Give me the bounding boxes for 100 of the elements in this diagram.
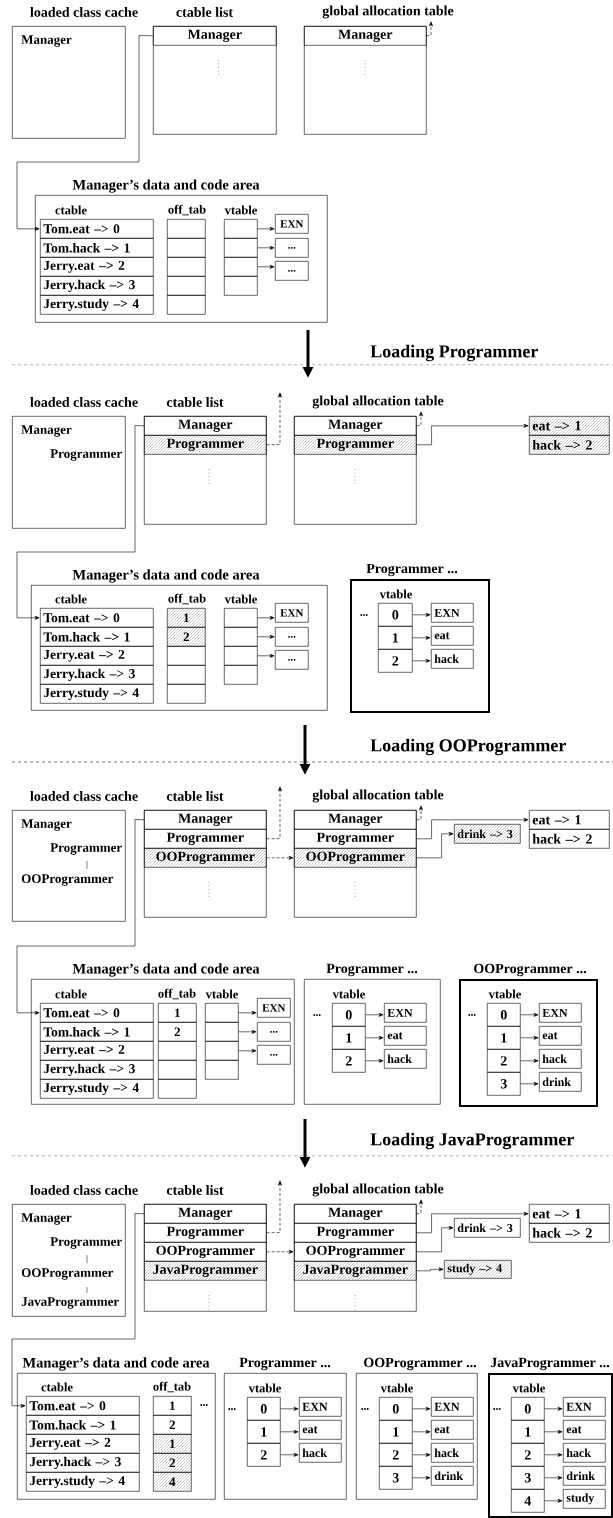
entry-box: study –> 4 — [444, 1260, 512, 1279]
entry-box: EXN — [384, 1003, 427, 1023]
step-label: Loading Programmer — [370, 344, 538, 362]
arrow — [365, 1012, 384, 1017]
table-cell: Tom.eat –> 0 — [26, 1396, 140, 1416]
node-label: Programmer ... — [366, 563, 458, 577]
table-cell: Jerry.hack –> 3 — [40, 276, 154, 296]
entry-box: ... — [275, 627, 309, 647]
entry-box: eat — [384, 1026, 427, 1046]
table-cell — [158, 1079, 197, 1099]
node-label: ctable list — [166, 791, 224, 801]
arrow — [416, 831, 454, 859]
arrow — [238, 1010, 257, 1015]
table-cell: Tom.hack –> 1 — [26, 1415, 140, 1435]
arrow — [365, 1058, 384, 1063]
node-label: ctable list — [166, 1185, 224, 1195]
table-cell — [224, 627, 258, 647]
entry-box: EXN — [299, 1397, 342, 1417]
table-cell — [167, 238, 206, 258]
table-row: Manager — [304, 26, 427, 46]
node-label: Manager’s data and code area — [72, 569, 260, 583]
arrow — [280, 1452, 299, 1457]
table-row: eat –> 1 — [529, 416, 610, 436]
node-label: Programmer ... — [326, 963, 418, 977]
node-label: Manager’s data and code area — [72, 179, 260, 193]
node-label: Manager’s data and code area — [22, 1357, 210, 1371]
arrow — [520, 1058, 539, 1063]
table-cell: 0 — [511, 1397, 545, 1421]
arrow — [412, 1475, 431, 1480]
arrow — [280, 1429, 299, 1434]
table-cell: Jerry.eat –> 2 — [40, 646, 154, 666]
arrow — [257, 245, 275, 250]
table-cell: Jerry.study –> 4 — [40, 1079, 154, 1099]
entry-box: eat — [431, 1420, 474, 1440]
entry-box: ... — [257, 1045, 291, 1065]
arrow — [238, 1029, 257, 1034]
entry-box: ... — [257, 1022, 291, 1042]
node-label: loaded class cache — [30, 1185, 138, 1195]
table-cell: 3 — [511, 1466, 545, 1490]
table-cell — [205, 1041, 239, 1061]
arrow — [365, 1035, 384, 1040]
table-cell — [205, 1060, 239, 1080]
node-label: global allocation table — [312, 395, 444, 409]
table-cell: 2 — [511, 1443, 545, 1467]
table-row: OOProgrammer — [144, 1242, 267, 1262]
arrow — [257, 615, 275, 620]
table-row: hack –> 2 — [529, 1223, 610, 1243]
table-cell: Tom.eat –> 0 — [40, 608, 154, 628]
table-cell: 3 — [487, 1072, 521, 1096]
table-cell — [224, 276, 258, 296]
table-cell — [224, 238, 258, 258]
table-row: OOProgrammer — [294, 1242, 417, 1262]
node-label: ctable list — [166, 397, 224, 407]
entry-box: drink — [539, 1072, 582, 1092]
table-row: hack –> 2 — [529, 435, 610, 455]
table-cell: 2 — [153, 1453, 192, 1473]
table-row: Manager — [294, 1204, 417, 1224]
table-row: eat –> 1 — [529, 1204, 610, 1224]
entry-box: hack — [299, 1443, 342, 1463]
class-cache-box: loaded class cache Manager Programmer OOProgrammer — [12, 791, 138, 922]
table-row: Manager — [153, 26, 277, 46]
table-cell: Jerry.study –> 4 — [26, 1472, 140, 1492]
arrow — [266, 855, 294, 860]
arrow — [412, 1452, 431, 1457]
table-row: Manager — [144, 416, 267, 436]
table-cell: 1 — [332, 1026, 366, 1050]
node-label: loaded class cache — [30, 791, 138, 801]
entry-box: eat — [431, 626, 474, 646]
table-cell: 1 — [511, 1420, 545, 1444]
arrow — [412, 1429, 431, 1434]
entry-box: EXN — [257, 998, 291, 1018]
table-cell: 1 — [487, 1026, 521, 1050]
class-cache-box: loaded class cache Manager Programmer OOProgrammer JavaProgrammer — [12, 1185, 138, 1317]
node-label: Manager’s data and code area — [72, 963, 260, 977]
table-row: Manager — [294, 416, 417, 436]
arrow — [416, 1211, 529, 1234]
arrow — [544, 1475, 563, 1480]
table-cell — [167, 665, 206, 685]
table-cell: 2 — [247, 1443, 281, 1467]
arrow — [412, 635, 431, 640]
entry-box: EXN — [563, 1397, 606, 1417]
node-label: loaded class cache — [30, 7, 138, 17]
table-cell: Jerry.hack –> 3 — [40, 1060, 154, 1080]
entry-box: hack — [431, 649, 474, 669]
node-label: global allocation table — [312, 789, 444, 803]
entry-box: study — [563, 1489, 606, 1509]
table-row: JavaProgrammer — [294, 1261, 417, 1281]
arrow — [416, 1225, 454, 1253]
table-row: Manager — [144, 1204, 267, 1224]
table-cell: 3 — [379, 1466, 413, 1490]
table-cell: 0 — [332, 1003, 366, 1027]
table-cell — [167, 257, 206, 277]
table-cell: Tom.hack –> 1 — [40, 1022, 154, 1042]
arrow — [238, 1048, 257, 1053]
table-cell: 1 — [153, 1396, 192, 1416]
entry-box: ... — [275, 650, 309, 670]
table-cell: Jerry.hack –> 3 — [26, 1453, 140, 1473]
table-cell: Tom.eat –> 0 — [40, 1003, 154, 1023]
table-cell: 1 — [247, 1420, 281, 1444]
entry-box: hack — [539, 1049, 582, 1069]
